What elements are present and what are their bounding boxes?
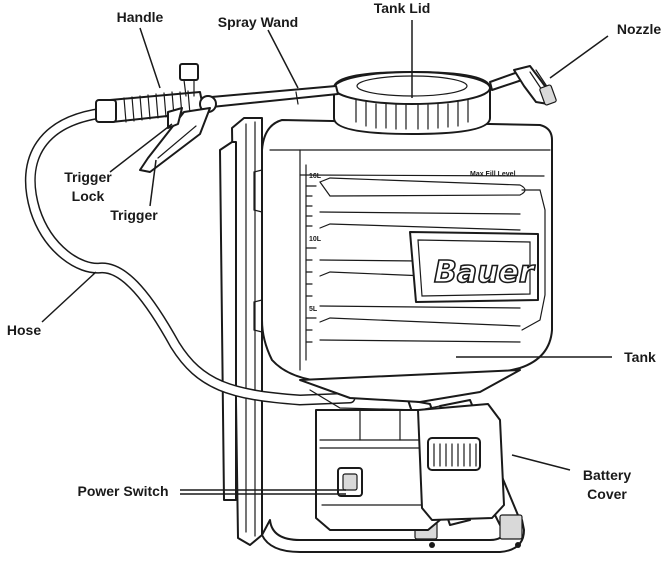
- hose: [24, 106, 356, 406]
- label-trigger-lock-line1: Trigger: [64, 169, 112, 185]
- label-trigger-lock-line2: Lock: [72, 188, 105, 204]
- level-16-marker: 16L: [309, 173, 322, 180]
- label-tank-lid: Tank Lid: [374, 0, 431, 16]
- label-trigger: Trigger: [110, 207, 158, 223]
- label-spray-wand: Spray Wand: [218, 14, 298, 30]
- label-handle: Handle: [117, 9, 164, 25]
- nozzle: [513, 65, 557, 106]
- brand-plate: Bauer: [409, 231, 539, 303]
- max-fill-level-text: Max Fill Level: [470, 171, 516, 178]
- trigger: [139, 107, 211, 173]
- label-hose: Hose: [7, 322, 41, 338]
- label-nozzle: Nozzle: [617, 21, 662, 37]
- brand-logo: Bauer: [434, 255, 536, 290]
- tank-body: 16L 10L 5L Max Fill Level: [253, 119, 553, 411]
- battery-cover: [417, 403, 505, 521]
- leader-lines: [41, 20, 612, 495]
- level-10-marker: 10L: [309, 236, 322, 243]
- labels: Handle Spray Wand Tank Lid Nozzle Trigge…: [7, 0, 661, 502]
- label-battery-cover-line2: Cover: [587, 486, 627, 502]
- label-power-switch: Power Switch: [77, 483, 168, 499]
- level-5-marker: 5L: [309, 306, 318, 313]
- label-battery-cover-line1: Battery: [583, 467, 631, 483]
- label-tank: Tank: [624, 349, 656, 365]
